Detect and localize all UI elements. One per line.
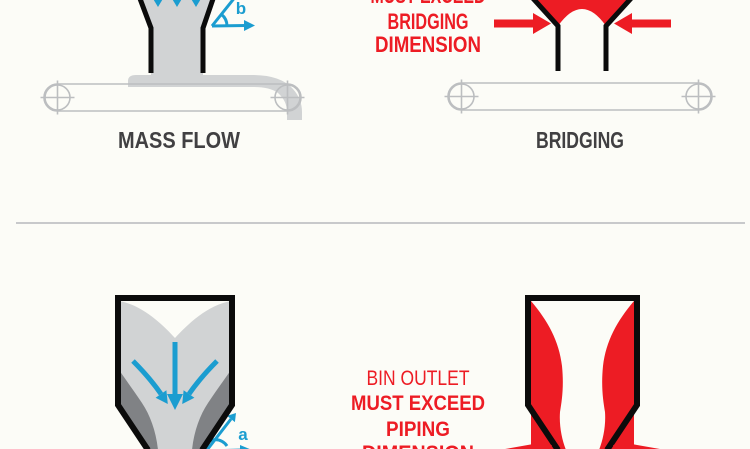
hopper-material-fill xyxy=(141,0,213,80)
arrow-head-icon xyxy=(244,20,255,31)
conveyor-belt xyxy=(43,83,302,112)
bin-outline xyxy=(525,295,640,449)
stagnant-material-left xyxy=(531,301,566,449)
pulley-left xyxy=(444,79,479,114)
piping-diagram: BIN OUTLET MUST EXCEED PIPING DIMENSION xyxy=(351,295,669,449)
piping-note-line1: BIN OUTLET xyxy=(367,367,470,390)
pulley-left xyxy=(40,80,75,115)
piping-note: BIN OUTLET MUST EXCEED PIPING DIMENSION xyxy=(351,367,485,449)
angle-label-a: a xyxy=(238,425,248,444)
hopper-wall-left xyxy=(137,0,154,73)
piping-note-line4: DIMENSION xyxy=(362,442,474,449)
stagnant-zone-left xyxy=(118,370,158,449)
arrow-head-icon xyxy=(227,413,236,423)
pulley-right xyxy=(681,79,716,114)
bin-outline xyxy=(115,295,235,449)
bridged-material xyxy=(534,0,630,26)
mass-flow-diagram: b MASS FLOW xyxy=(40,0,305,153)
down-flow-arrows-icon xyxy=(153,0,201,7)
bridging-arrow-left-icon xyxy=(494,13,551,34)
piping-note-line3: PIPING xyxy=(386,418,450,441)
bridging-label: BRIDGING xyxy=(536,127,624,153)
bridging-note: MUST EXCEED BRIDGING DIMENSION xyxy=(371,0,486,57)
piping-note-line2: MUST EXCEED xyxy=(351,392,485,415)
bridging-diagram: MUST EXCEED BRIDGING DIMENSION BRIDGING xyxy=(371,0,716,153)
material-surface xyxy=(118,298,232,338)
hopper-wall-right xyxy=(200,0,216,73)
angle-annotation-b: b xyxy=(210,0,255,31)
bridging-note-line1: MUST EXCEED xyxy=(371,0,486,8)
bridging-arrow-right-icon xyxy=(614,13,671,34)
pulley-right xyxy=(270,80,305,115)
curved-arrow-right-icon xyxy=(182,390,195,404)
bridging-note-line3: DIMENSION xyxy=(375,32,481,57)
mass-flow-label: MASS FLOW xyxy=(118,127,240,153)
arrow-head-icon xyxy=(240,445,250,449)
hopper-wall-right xyxy=(603,0,633,71)
discharge-chute xyxy=(128,75,302,120)
stagnant-material-right xyxy=(599,301,634,449)
bridging-note-line2: BRIDGING xyxy=(388,9,469,34)
hopper-wall-left xyxy=(531,0,561,71)
angle-label-b: b xyxy=(236,0,246,18)
funnel-flow-diagram: a xyxy=(115,295,250,449)
flow-arrows xyxy=(131,342,219,410)
curved-arrow-left-icon xyxy=(155,390,168,404)
down-arrow-icon xyxy=(167,394,183,410)
conveyor-belt xyxy=(447,82,713,111)
stagnant-zone-right xyxy=(192,370,232,449)
